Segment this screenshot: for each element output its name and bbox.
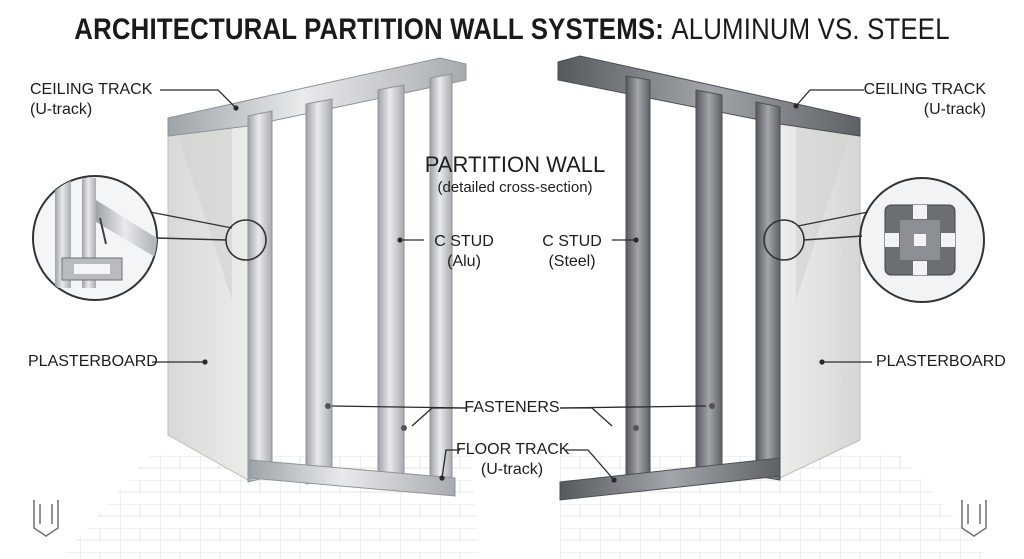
aluminum-wall xyxy=(167,57,467,497)
logo-mark-icon xyxy=(961,500,987,537)
label-stud-left: C STUD (Alu) xyxy=(424,232,504,272)
stud-right-3 xyxy=(755,101,781,481)
stud-right-2 xyxy=(695,89,723,483)
ceiling-track-right-sub: (U-track) xyxy=(923,101,986,118)
page-title: ARCHITECTURAL PARTITION WALL SYSTEMS: AL… xyxy=(72,12,953,48)
ceiling-track-left xyxy=(167,57,467,137)
stud-left-4 xyxy=(429,73,453,483)
label-floor-track: FLOOR TRACK (U-track) xyxy=(456,440,570,480)
label-ceiling-track-right: CEILING TRACK (U-track) xyxy=(830,80,986,120)
page-title-bold: ARCHITECTURAL PARTITION WALL SYSTEMS: xyxy=(74,13,665,46)
center-heading-block: PARTITION WALL (detailed cross-section) xyxy=(410,152,620,197)
page-title-normal: ALUMINUM VS. STEEL xyxy=(671,13,950,46)
steel-wall xyxy=(557,55,861,501)
steel-profile-detail xyxy=(763,177,985,303)
leader-lines xyxy=(152,89,872,481)
label-plasterboard-left: PLASTERBOARD xyxy=(28,353,158,370)
ceiling-track-right-text: CEILING TRACK xyxy=(863,81,986,98)
ceiling-track-left-text: CEILING TRACK xyxy=(30,81,153,98)
label-fasteners: FASTENERS xyxy=(464,399,560,416)
logo-mark-icon xyxy=(33,500,59,537)
floor-track-left xyxy=(249,459,456,497)
floor-track-text: FLOOR TRACK xyxy=(456,441,570,458)
stud-right-1 xyxy=(625,75,651,483)
label-stud-right: C STUD (Steel) xyxy=(532,232,612,272)
stud-left-sub: (Alu) xyxy=(447,253,481,270)
stud-left-3 xyxy=(377,84,405,483)
stud-right-text: C STUD xyxy=(542,233,602,250)
label-ceiling-track-left: CEILING TRACK (U-track) xyxy=(30,80,152,120)
center-heading: PARTITION WALL xyxy=(424,152,606,177)
stud-left-2 xyxy=(305,98,333,485)
stud-left-text: C STUD xyxy=(434,233,494,250)
floor-track-right xyxy=(559,457,781,501)
floor-track-sub: (U-track) xyxy=(480,461,544,478)
stud-right-sub: (Steel) xyxy=(548,253,596,270)
stud-left-1 xyxy=(247,110,273,483)
aluminum-profile-detail xyxy=(32,175,267,301)
label-plasterboard-right: PLASTERBOARD xyxy=(876,353,1006,370)
center-subheading: (detailed cross-section) xyxy=(437,179,593,196)
ceiling-track-left-sub: (U-track) xyxy=(30,101,93,118)
